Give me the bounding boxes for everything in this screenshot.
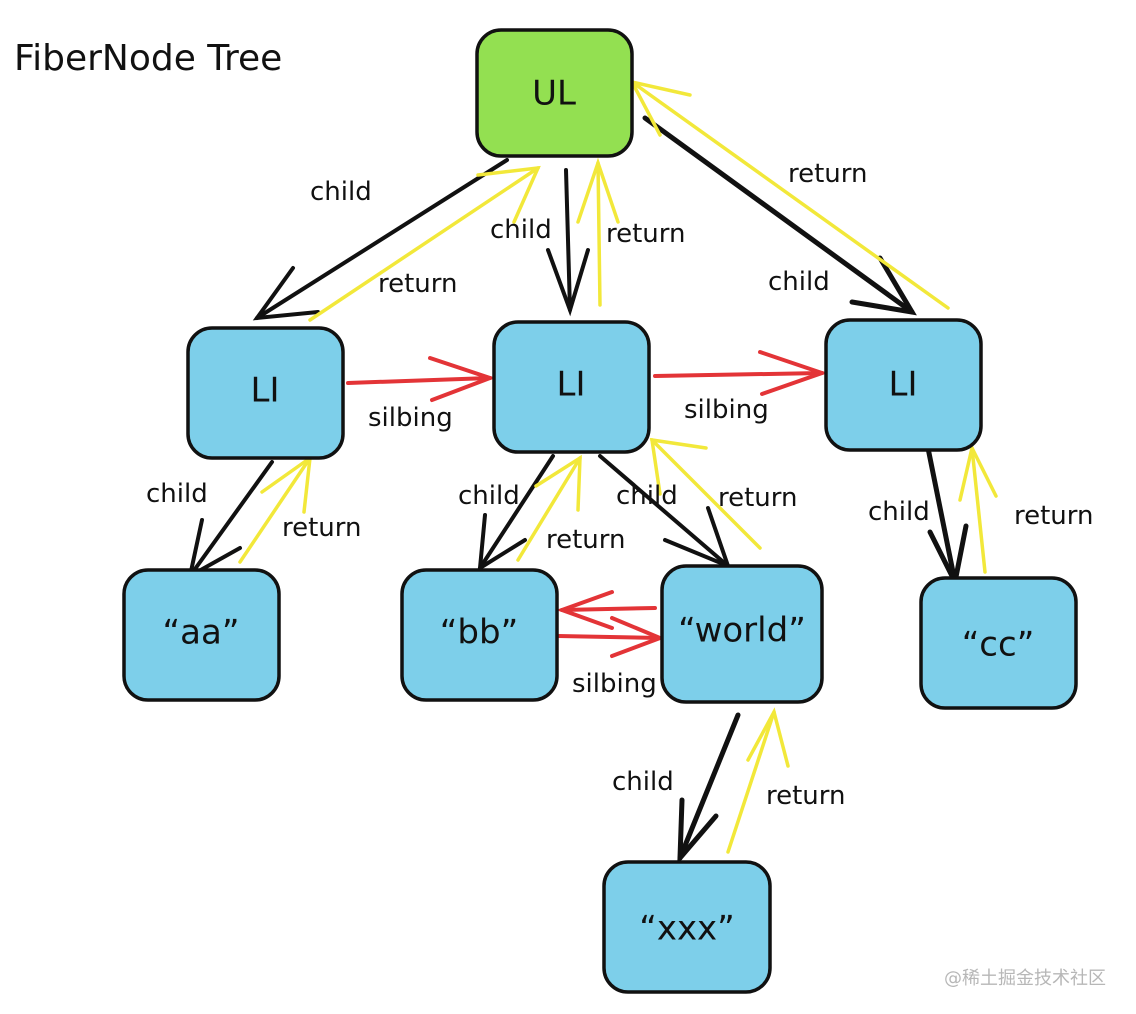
label-li2-bb-child: child (458, 481, 520, 511)
arrow-li2-bb-child (477, 454, 555, 572)
arrow-li2-li3-sibling (653, 350, 829, 396)
arrow-ul-li1-child (252, 158, 509, 321)
label-li3-cc-return: return (1014, 501, 1094, 531)
node-world: “world” (660, 564, 824, 704)
arrow-world-bb-sibling (556, 590, 657, 630)
label-world-xxx-child: child (612, 767, 674, 797)
label-ul-li3-child: child (768, 267, 830, 297)
node-aa-box (122, 568, 281, 702)
node-li2-label: LI (557, 365, 586, 405)
node-li1-label: LI (251, 371, 280, 411)
node-li2: LI (492, 320, 651, 454)
label-ul-li1-return: return (378, 269, 458, 299)
arrow-xxx-world-return (726, 707, 790, 854)
node-xxx-box (602, 860, 772, 994)
node-cc-box (919, 576, 1078, 710)
arrow-world-li2-return (649, 437, 762, 550)
diagram-title: FiberNode Tree (14, 38, 282, 79)
node-bb-label: “bb” (440, 613, 518, 653)
label-ul-li3-return: return (788, 159, 868, 189)
label-ul-li2-return: return (606, 219, 686, 249)
label-li2-world-child: child (616, 481, 678, 511)
arrow-cc-li3-return (958, 442, 998, 574)
node-li3-box (824, 318, 983, 452)
label-li1-aa-return: return (282, 513, 362, 543)
label-li2-li3-sibling: silbing (684, 395, 769, 425)
node-li1-box (186, 326, 345, 460)
label-li3-cc-child: child (868, 497, 930, 527)
watermark: @稀土掘金技术社区 (944, 968, 1106, 989)
node-ul-box (475, 28, 634, 158)
arrow-li1-li2-sibling (346, 356, 496, 402)
node-cc-label: “cc” (962, 625, 1035, 665)
node-cc: “cc” (919, 576, 1078, 710)
label-ul-li1-child: child (310, 177, 372, 207)
label-li1-li2-sibling: silbing (368, 403, 453, 433)
arrow-ul-li3-child (642, 115, 917, 316)
arrow-li3-cc-child (925, 445, 969, 590)
arrow-li2-ul-return (576, 157, 620, 307)
node-bb: “bb” (400, 568, 559, 702)
node-ul: UL (475, 28, 634, 158)
node-xxx-label: “xxx” (639, 909, 735, 949)
node-li1: LI (186, 326, 345, 460)
node-li3: LI (824, 318, 983, 452)
arrow-ul-li2-child (546, 168, 590, 317)
node-world-label: “world” (678, 611, 806, 651)
node-xxx: “xxx” (602, 860, 772, 994)
node-li3-label: LI (889, 365, 918, 405)
arrow-world-xxx-child (677, 712, 741, 866)
node-aa: “aa” (122, 568, 281, 702)
node-ul-label: UL (532, 74, 576, 114)
label-bb-world-sibling: silbing (572, 669, 657, 699)
node-world-box (660, 564, 824, 704)
arrow-aa-li1-return (238, 454, 313, 564)
arrow-li1-ul-return (308, 165, 541, 322)
label-li2-bb-return: return (546, 525, 626, 555)
label-world-xxx-return: return (766, 781, 846, 811)
node-li2-box (492, 320, 651, 454)
label-li1-aa-child: child (146, 479, 208, 509)
node-aa-label: “aa” (163, 613, 240, 653)
arrow-bb-world-sibling (556, 616, 666, 658)
label-li2-world-return: return (718, 483, 798, 513)
label-ul-li2-child: child (490, 215, 552, 245)
node-bb-box (400, 568, 559, 702)
arrow-bb-li2-return (516, 454, 582, 562)
